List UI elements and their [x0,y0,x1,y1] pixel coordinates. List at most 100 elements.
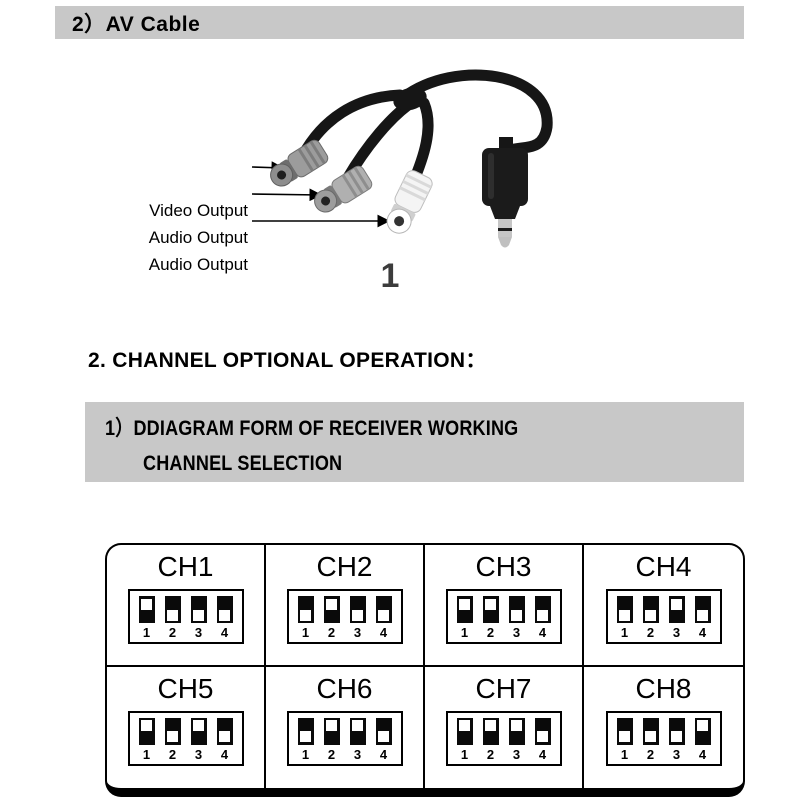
dip-switch-handle [671,598,682,610]
dip-switch-number: 4 [538,625,547,640]
label-audio-output-1: Audio Output [148,228,248,247]
subsection-line-2: CHANNEL SELECTION [143,452,343,475]
dip-switch-block: 1 2 3 4 [445,589,562,644]
dip-switch-handle [619,731,630,742]
dip-switches [456,596,551,623]
dip-switch-number: 4 [698,625,707,640]
dip-switch-number: 2 [327,746,336,762]
dip-switch-handle [141,720,152,731]
channel-name: CH7 [475,672,532,704]
dip-switch-down [694,596,711,623]
dip-switch-up [323,596,340,623]
label-audio-output-2: Audio Output [148,255,248,274]
dip-switch-handle [300,731,311,742]
dip-switch-handle [671,731,682,742]
dip-switch-up [138,596,155,623]
dip-switch-number: 1 [460,746,469,762]
dip-switch-number: 4 [379,746,388,762]
dip-switch-block: 1 2 3 4 [286,710,403,766]
dip-switch-number: 2 [646,625,655,640]
dip-switch-down [534,596,551,623]
dip-switch-number: 4 [220,746,229,762]
dip-switch-handle [511,720,522,731]
dip-switches [138,596,233,623]
dip-switch-handle [537,731,548,742]
dip-switch-handle [645,609,656,621]
dip-switch-down [164,596,181,623]
dip-switch-handle [219,731,230,742]
dip-switch-number: 3 [353,746,362,762]
dip-switch-handle [378,731,389,742]
dip-switch-number: 3 [672,625,681,640]
channel-name: CH2 [316,551,373,582]
dip-switch-up [190,717,207,745]
dip-switch-down [216,596,233,623]
rca-connector-audio-2 [386,170,433,234]
dip-switch-handle [193,720,204,731]
channel-name: CH8 [635,672,692,704]
dip-switch-number: 1 [460,625,469,640]
channel-name: CH1 [157,551,214,582]
dip-switch-block: 1 2 3 4 [605,589,722,644]
cable-junction [393,87,427,111]
dip-switch-handle [141,598,152,610]
dip-switch-down [349,596,366,623]
jack-plug-3-5mm [482,137,528,248]
dip-switch-down [190,596,207,623]
dip-switch-handle [352,720,363,731]
dip-switch-handle [459,598,470,610]
dip-switch-handle [167,609,178,621]
dip-switches [616,717,711,745]
dip-switch-handle [459,720,470,731]
subsection-line-1: 1）DDIAGRAM FORM OF RECEIVER WORKING [105,417,519,440]
section-header-label: 2）AV Cable [72,12,201,36]
dip-switches [456,717,551,745]
section-header-av-cable: 2）AV Cable [55,6,744,39]
dip-switch-number: 2 [486,625,495,640]
dip-switch-up [456,717,473,745]
dip-switch-down [642,596,659,623]
dip-switch-number: 3 [672,746,681,762]
dip-switch-number: 1 [620,625,629,640]
dip-switch-handle [697,720,708,731]
dip-switches [616,596,711,623]
dip-switch-number: 3 [194,625,203,640]
dip-switch-up [323,717,340,745]
dip-switch-up [482,596,499,623]
dip-switch-numbers: 1 2 3 4 [617,625,711,640]
dip-switch-handle [619,609,630,621]
dip-switch-up [508,717,525,745]
av-cable-figure: Video Output Audio Output Audio Output [0,45,800,280]
dip-switch-down [164,717,181,745]
dip-switch-number: 3 [512,625,521,640]
dip-switch-handle [193,609,204,621]
dip-switch-up [349,717,366,745]
arrow-audio-output-1 [251,188,323,202]
dip-switch-down [616,717,633,745]
dip-switch-up [456,596,473,623]
dip-switch-number: 1 [142,625,151,640]
dip-switch-handle [326,598,337,610]
dip-switch-number: 2 [168,746,177,762]
rca-connector-video [270,139,329,187]
dip-switch-number: 2 [486,746,495,762]
dip-switch-number: 4 [698,746,707,762]
dip-switch-down [375,596,392,623]
dip-switch-number: 2 [327,625,336,640]
dip-switch-down [216,717,233,745]
dip-switch-number: 1 [301,625,310,640]
dip-switch-number: 4 [220,625,229,640]
dip-switch-number: 1 [301,746,310,762]
dip-switch-down [534,717,551,745]
